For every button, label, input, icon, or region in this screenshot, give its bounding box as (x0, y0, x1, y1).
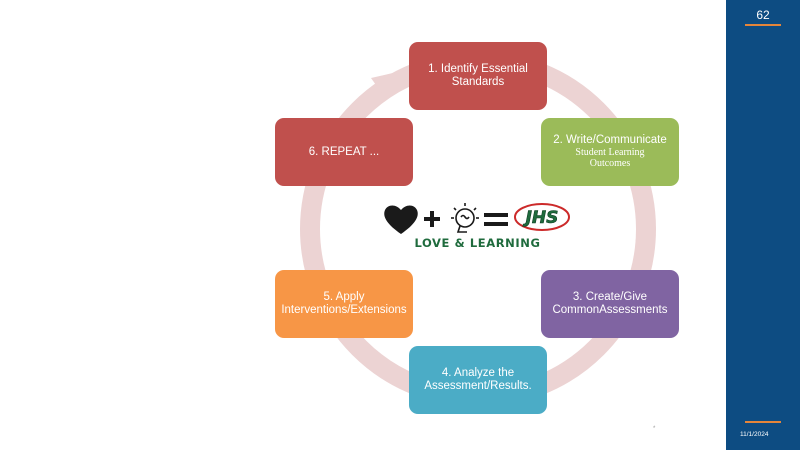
equals-icon (484, 213, 508, 226)
footer-date: 11/1/2024 (740, 431, 769, 438)
jhs-badge-text: JHS (523, 208, 559, 228)
brain-idea-icon (451, 203, 479, 233)
logo-caption: LOVE & LEARNING (414, 236, 541, 250)
cycle-step-4: 4. Analyze the Assessment/Results. (409, 346, 547, 414)
cycle-step-1: 1. Identify Essential Standards (409, 42, 547, 110)
page-number: 62 (756, 8, 770, 22)
love-learning-logo: JHS (384, 203, 570, 234)
slide-sidebar: 62 11/1/2024 (726, 0, 800, 450)
jhs-badge: JHS (514, 203, 570, 231)
cycle-step-6: 6. REPEAT ... (275, 118, 413, 186)
cycle-step-3: 3. Create/Give CommonAssessments (541, 270, 679, 338)
accent-rule-bottom (745, 421, 781, 423)
plus-icon (424, 211, 440, 227)
cycle-step-5: 5. Apply Interventions/Extensions (275, 270, 413, 338)
heart-icon (384, 205, 418, 234)
cycle-arrowhead-icon (371, 72, 397, 95)
cycle-step-2: 2. Write/Communicate Student Learning Ou… (541, 118, 679, 186)
accent-rule-top (745, 24, 781, 26)
footer-mark: * (653, 426, 656, 432)
